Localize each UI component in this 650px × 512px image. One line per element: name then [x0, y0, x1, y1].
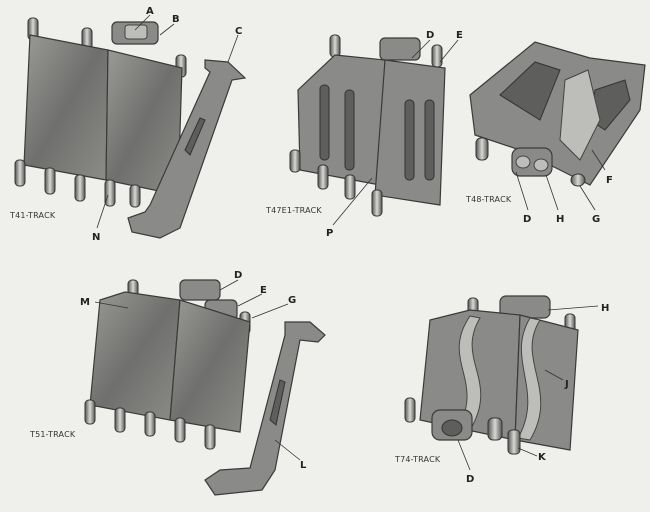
t74-track-shoe — [404, 295, 579, 455]
t41-end-connector — [127, 59, 247, 239]
label-a: A — [146, 6, 154, 17]
caption-t51-track: T51-TRACK — [29, 430, 76, 439]
t51-track-shoe — [84, 279, 251, 450]
label-j: J — [564, 379, 569, 390]
caption-t47e1-track: T47E1-TRACK — [265, 206, 322, 215]
label-d: D — [234, 270, 242, 281]
label-l: L — [300, 460, 307, 471]
label-h: H — [601, 303, 609, 314]
t51-end-connector — [204, 321, 326, 496]
caption-t48-track: T48-TRACK — [465, 195, 512, 204]
caption-t41-track: T41-TRACK — [9, 211, 56, 220]
t48-track-shoe — [469, 41, 646, 187]
label-g: G — [592, 214, 600, 225]
label-b: B — [172, 14, 180, 25]
label-d: D — [523, 214, 531, 225]
caption-t74-track: T74-TRACK — [394, 455, 441, 464]
label-d: D — [426, 30, 434, 41]
label-k: K — [538, 452, 547, 463]
label-f: F — [606, 175, 613, 186]
label-g: G — [288, 295, 296, 306]
label-d: D — [466, 474, 474, 485]
t47e1-track-shoe — [289, 34, 446, 217]
t41-track-shoe — [14, 17, 187, 208]
label-m: M — [80, 297, 90, 308]
label-p: P — [326, 228, 333, 239]
label-c: C — [235, 26, 242, 37]
label-n: N — [92, 232, 100, 243]
label-h: H — [556, 214, 564, 225]
label-e: E — [260, 285, 267, 296]
label-e: E — [456, 30, 463, 41]
